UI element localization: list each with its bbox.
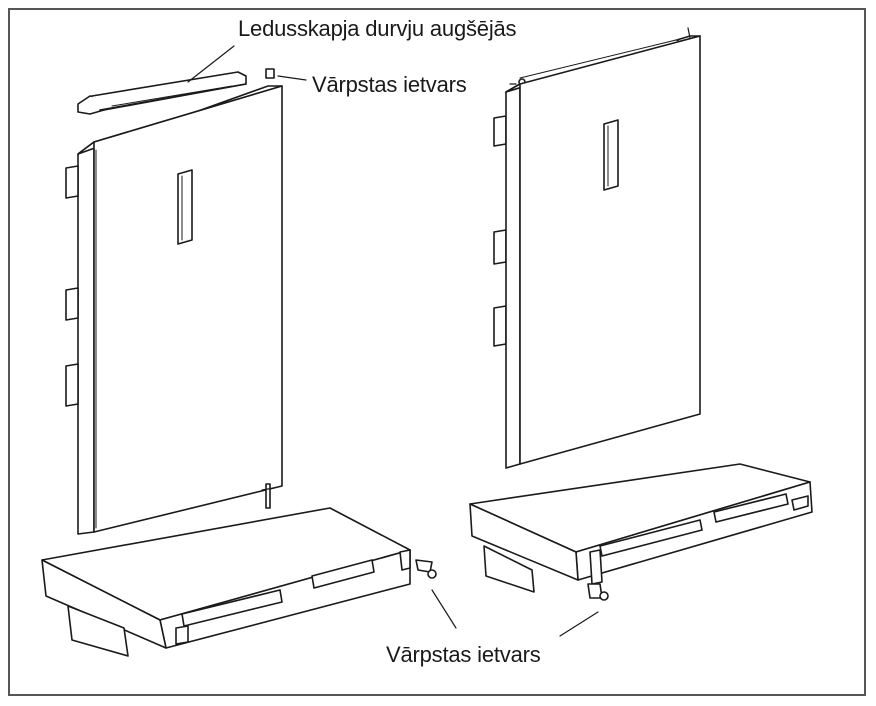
right-bottom-leader [559,611,599,637]
left-cabinet-base [41,507,437,657]
right-door [493,27,701,469]
pin-insert-top-label: Vārpstas ietvars [312,72,467,97]
left-top-leader [277,75,307,81]
left-door [65,85,283,535]
left-top-hinge [77,68,275,115]
freezer-door-top-label: Ledusskapja durvju augšējās [238,16,517,41]
left-bottom-leader [431,589,457,629]
hinge-label-leader [187,45,235,83]
pin-insert-bottom-label: Vārpstas ietvars [386,642,541,667]
right-cabinet-base [469,463,813,601]
